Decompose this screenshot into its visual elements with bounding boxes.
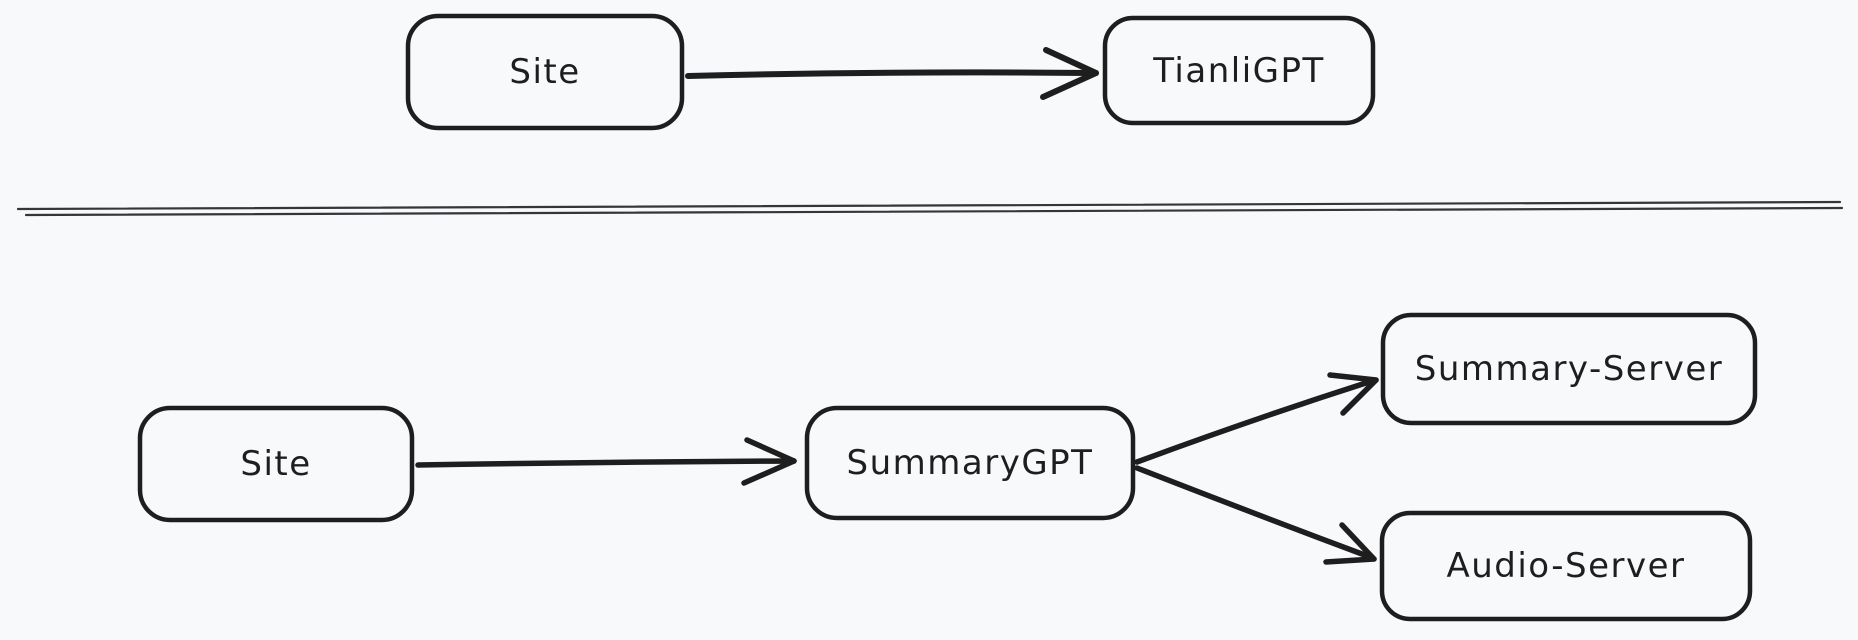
arrowhead-barb-upper <box>1327 372 1379 383</box>
arrow-summarygpt-to-summary-server <box>1134 372 1379 465</box>
arrow-shaft <box>415 458 793 468</box>
arrow-shaft <box>1134 465 1373 560</box>
arrow-site-to-tianligpt <box>685 47 1099 100</box>
top-flow-group <box>405 13 1376 131</box>
arrow-shaft <box>685 69 1095 79</box>
arrowhead-barb-lower <box>1040 70 1099 100</box>
arrowhead-barb-lower <box>1323 556 1377 565</box>
bottom-flow-group <box>137 312 1758 622</box>
arrowhead-barb-lower <box>1340 377 1379 416</box>
node-box-site-top <box>405 13 685 131</box>
node-box-site-bottom <box>137 405 415 523</box>
node-box-tianligpt <box>1102 15 1376 126</box>
node-box-summarygpt <box>804 405 1136 521</box>
section-divider <box>16 200 1844 217</box>
arrowhead-barb-upper <box>1339 522 1377 562</box>
node-box-audio-server <box>1379 510 1753 622</box>
arrowhead-barb-upper <box>1043 47 1099 76</box>
node-box-summary-server <box>1380 312 1758 426</box>
arrow-summarygpt-to-audio-server <box>1134 465 1377 565</box>
divider-line-upper <box>16 200 1842 211</box>
arrowhead-barb-lower <box>741 458 797 486</box>
arrow-site-to-summarygpt <box>415 437 797 486</box>
divider-line-lower <box>24 206 1844 217</box>
arrow-shaft <box>1134 378 1375 465</box>
arrowhead-barb-upper <box>744 437 797 464</box>
